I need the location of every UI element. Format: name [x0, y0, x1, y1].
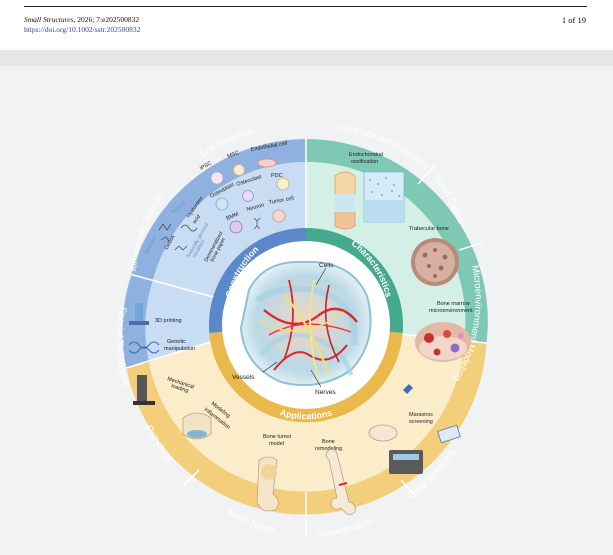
functional-panel: Trabecular bone: [409, 226, 459, 286]
page-header: Small Structures, 2026; 7:e202500832 htt…: [0, 0, 613, 50]
label-msc: MSC: [227, 150, 241, 160]
label-cells: Cells: [319, 262, 334, 269]
label-ipsc: iPSC: [199, 161, 213, 172]
sector-blue-top: [131, 139, 306, 280]
label-pdc: PDC: [271, 173, 283, 179]
journal-name: Small Structures: [24, 15, 74, 24]
svg-text:Bone marrow: Bone marrow: [437, 301, 470, 307]
label-tumor-cell: Tumor cell: [268, 196, 294, 206]
svg-text:ossification: ossification: [351, 159, 378, 165]
developmental-panel: Endochondral ossification: [334, 152, 405, 230]
svg-text:model: model: [269, 441, 284, 447]
header-rule: [24, 6, 587, 7]
label-vessels: Vessels: [232, 374, 255, 381]
label-regeneration: Regeneration: [318, 515, 375, 541]
cell-selection-panel: iPSC MSC Endothelial cell Osteoblast Ost…: [199, 141, 294, 234]
svg-text:Trabecular bone: Trabecular bone: [409, 226, 449, 232]
label-nerves: Nerves: [315, 389, 336, 396]
label-neuron: Neuron: [246, 202, 265, 212]
svg-text:microenvironment: microenvironment: [429, 308, 473, 314]
svg-text:Maraviroc: Maraviroc: [409, 412, 433, 418]
svg-text:Bone: Bone: [322, 439, 335, 445]
page-number: 1 of 19: [561, 15, 586, 25]
svg-text:manipulation: manipulation: [164, 346, 195, 352]
zone-cell-bio: [153, 162, 306, 300]
journal-ref: , 2026; 7:e202500832: [73, 15, 140, 24]
journal-citation: Small Structures, 2026; 7:e202500832: [24, 15, 139, 24]
zone-special: [145, 280, 224, 362]
page-separator: [0, 50, 613, 66]
doi-link[interactable]: https://doi.org/10.1002/sstr.202500832: [24, 25, 141, 34]
svg-text:screening: screening: [409, 419, 433, 425]
svg-text:Genetic: Genetic: [167, 339, 186, 345]
microenvironment-panel: Bone marrow microenvironment: [415, 301, 473, 362]
svg-text:acid: acid: [192, 214, 202, 225]
drug-screening-panel: Maraviroc screening: [368, 384, 461, 474]
svg-text:Endochondral: Endochondral: [349, 152, 383, 158]
overview-figure: Cells Vessels Nerves Construction Charac…: [86, 92, 525, 550]
svg-text:remodeling: remodeling: [315, 446, 342, 452]
bone-tumor-panel: Bone tumor model: [256, 434, 292, 512]
center-bone-model: [236, 255, 376, 395]
circular-diagram: Cells Vessels Nerves Construction Charac…: [86, 92, 488, 541]
svg-text:Bone tumor: Bone tumor: [263, 434, 292, 440]
label-applications: Applications: [279, 407, 333, 421]
label-bmm: BMM: [226, 211, 241, 222]
regeneration-panel: Bone remodeling: [315, 439, 356, 515]
svg-text:3D printing: 3D printing: [155, 318, 182, 324]
svg-text:loading: loading: [170, 383, 189, 394]
